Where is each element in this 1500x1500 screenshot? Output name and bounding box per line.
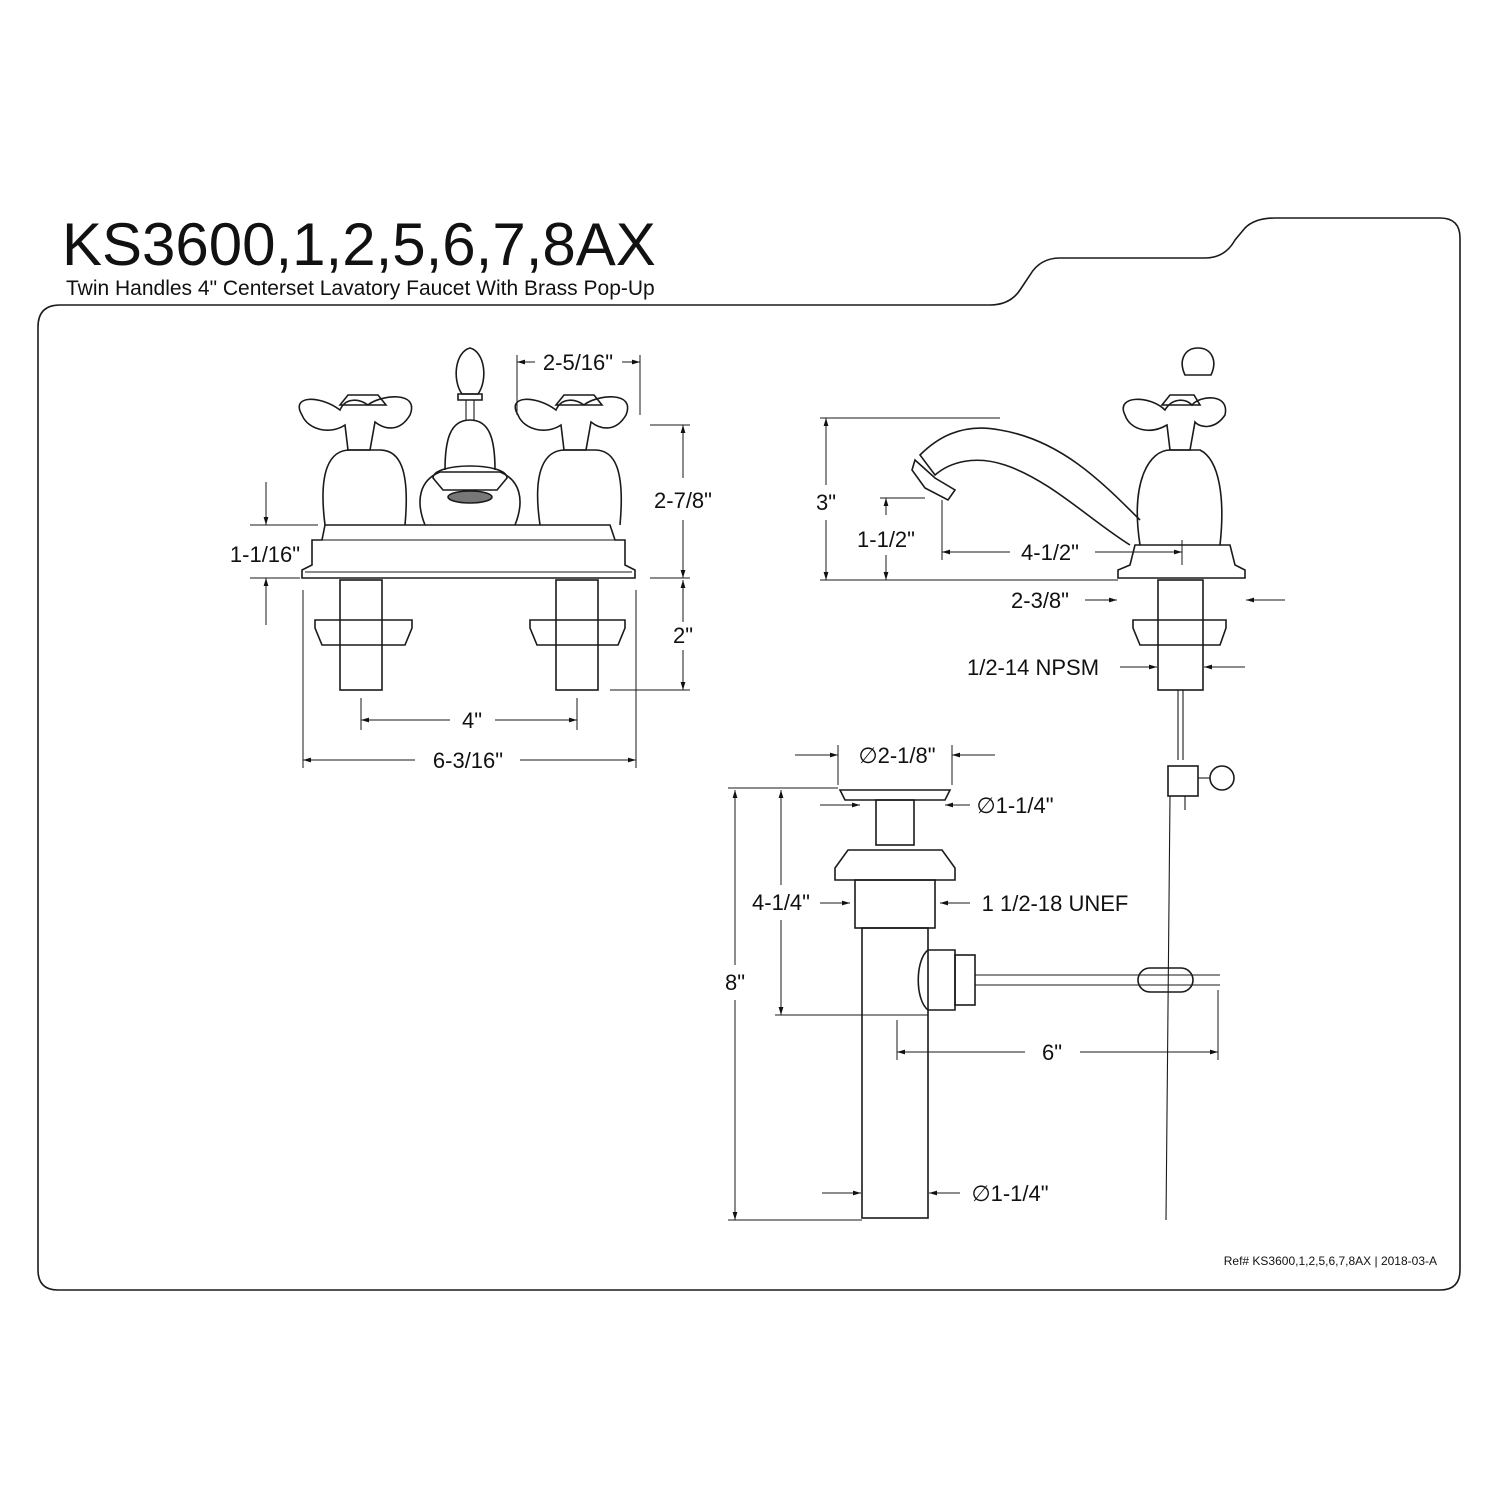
- dim-center-spacing: 4": [462, 708, 482, 733]
- dim-overall-width: 6-3/16": [433, 748, 503, 773]
- model-title: KS3600,1,2,5,6,7,8AX: [62, 211, 656, 278]
- dim-drain-thread: 1 1/2-18 UNEF: [982, 891, 1129, 916]
- right-shank: [529, 579, 626, 691]
- dim-base-height: 1-1/16": [230, 542, 300, 567]
- front-view: 2-5/16" 2-7/8" 1-1/16" 2" 4" 6-3/16": [230, 347, 712, 773]
- dim-shank-length: 2": [673, 623, 693, 648]
- dim-base-depth: 2-3/8": [1011, 588, 1069, 613]
- dim-spout-reach: 4-1/2": [1021, 540, 1079, 565]
- page-frame: [37, 217, 1461, 1291]
- subtitle: Twin Handles 4" Centerset Lavatory Fauce…: [66, 277, 655, 300]
- dim-handle-width: 2-5/16": [543, 350, 613, 375]
- dim-stopper-diameter: ∅1-1/4": [976, 793, 1053, 818]
- dim-overall-height: 8": [725, 970, 745, 995]
- side-view: 3" 1-1/2" 4-1/2" 2-3/8" 1/2-14 NPSM: [816, 347, 1285, 1221]
- dim-faucet-thread: 1/2-14 NPSM: [967, 655, 1099, 680]
- drain-assembly: ∅2-1/8" ∅1-1/4" 4-1/4" 1 1/2-18 UNEF 8" …: [725, 743, 1220, 1221]
- dim-tailpiece-diameter: ∅1-1/4": [971, 1181, 1048, 1206]
- dim-flange-diameter: ∅2-1/8": [858, 743, 935, 768]
- dim-spout-height: 1-1/2": [857, 527, 915, 552]
- left-shank: [314, 579, 413, 691]
- dim-side-height: 3": [816, 490, 836, 515]
- dim-body-height: 4-1/4": [752, 890, 810, 915]
- dim-rod-length: 6": [1042, 1040, 1062, 1065]
- reference-number: Ref# KS3600,1,2,5,6,7,8AX | 2018-03-A: [1224, 1254, 1437, 1268]
- dim-height-total: 2-7/8": [654, 488, 712, 513]
